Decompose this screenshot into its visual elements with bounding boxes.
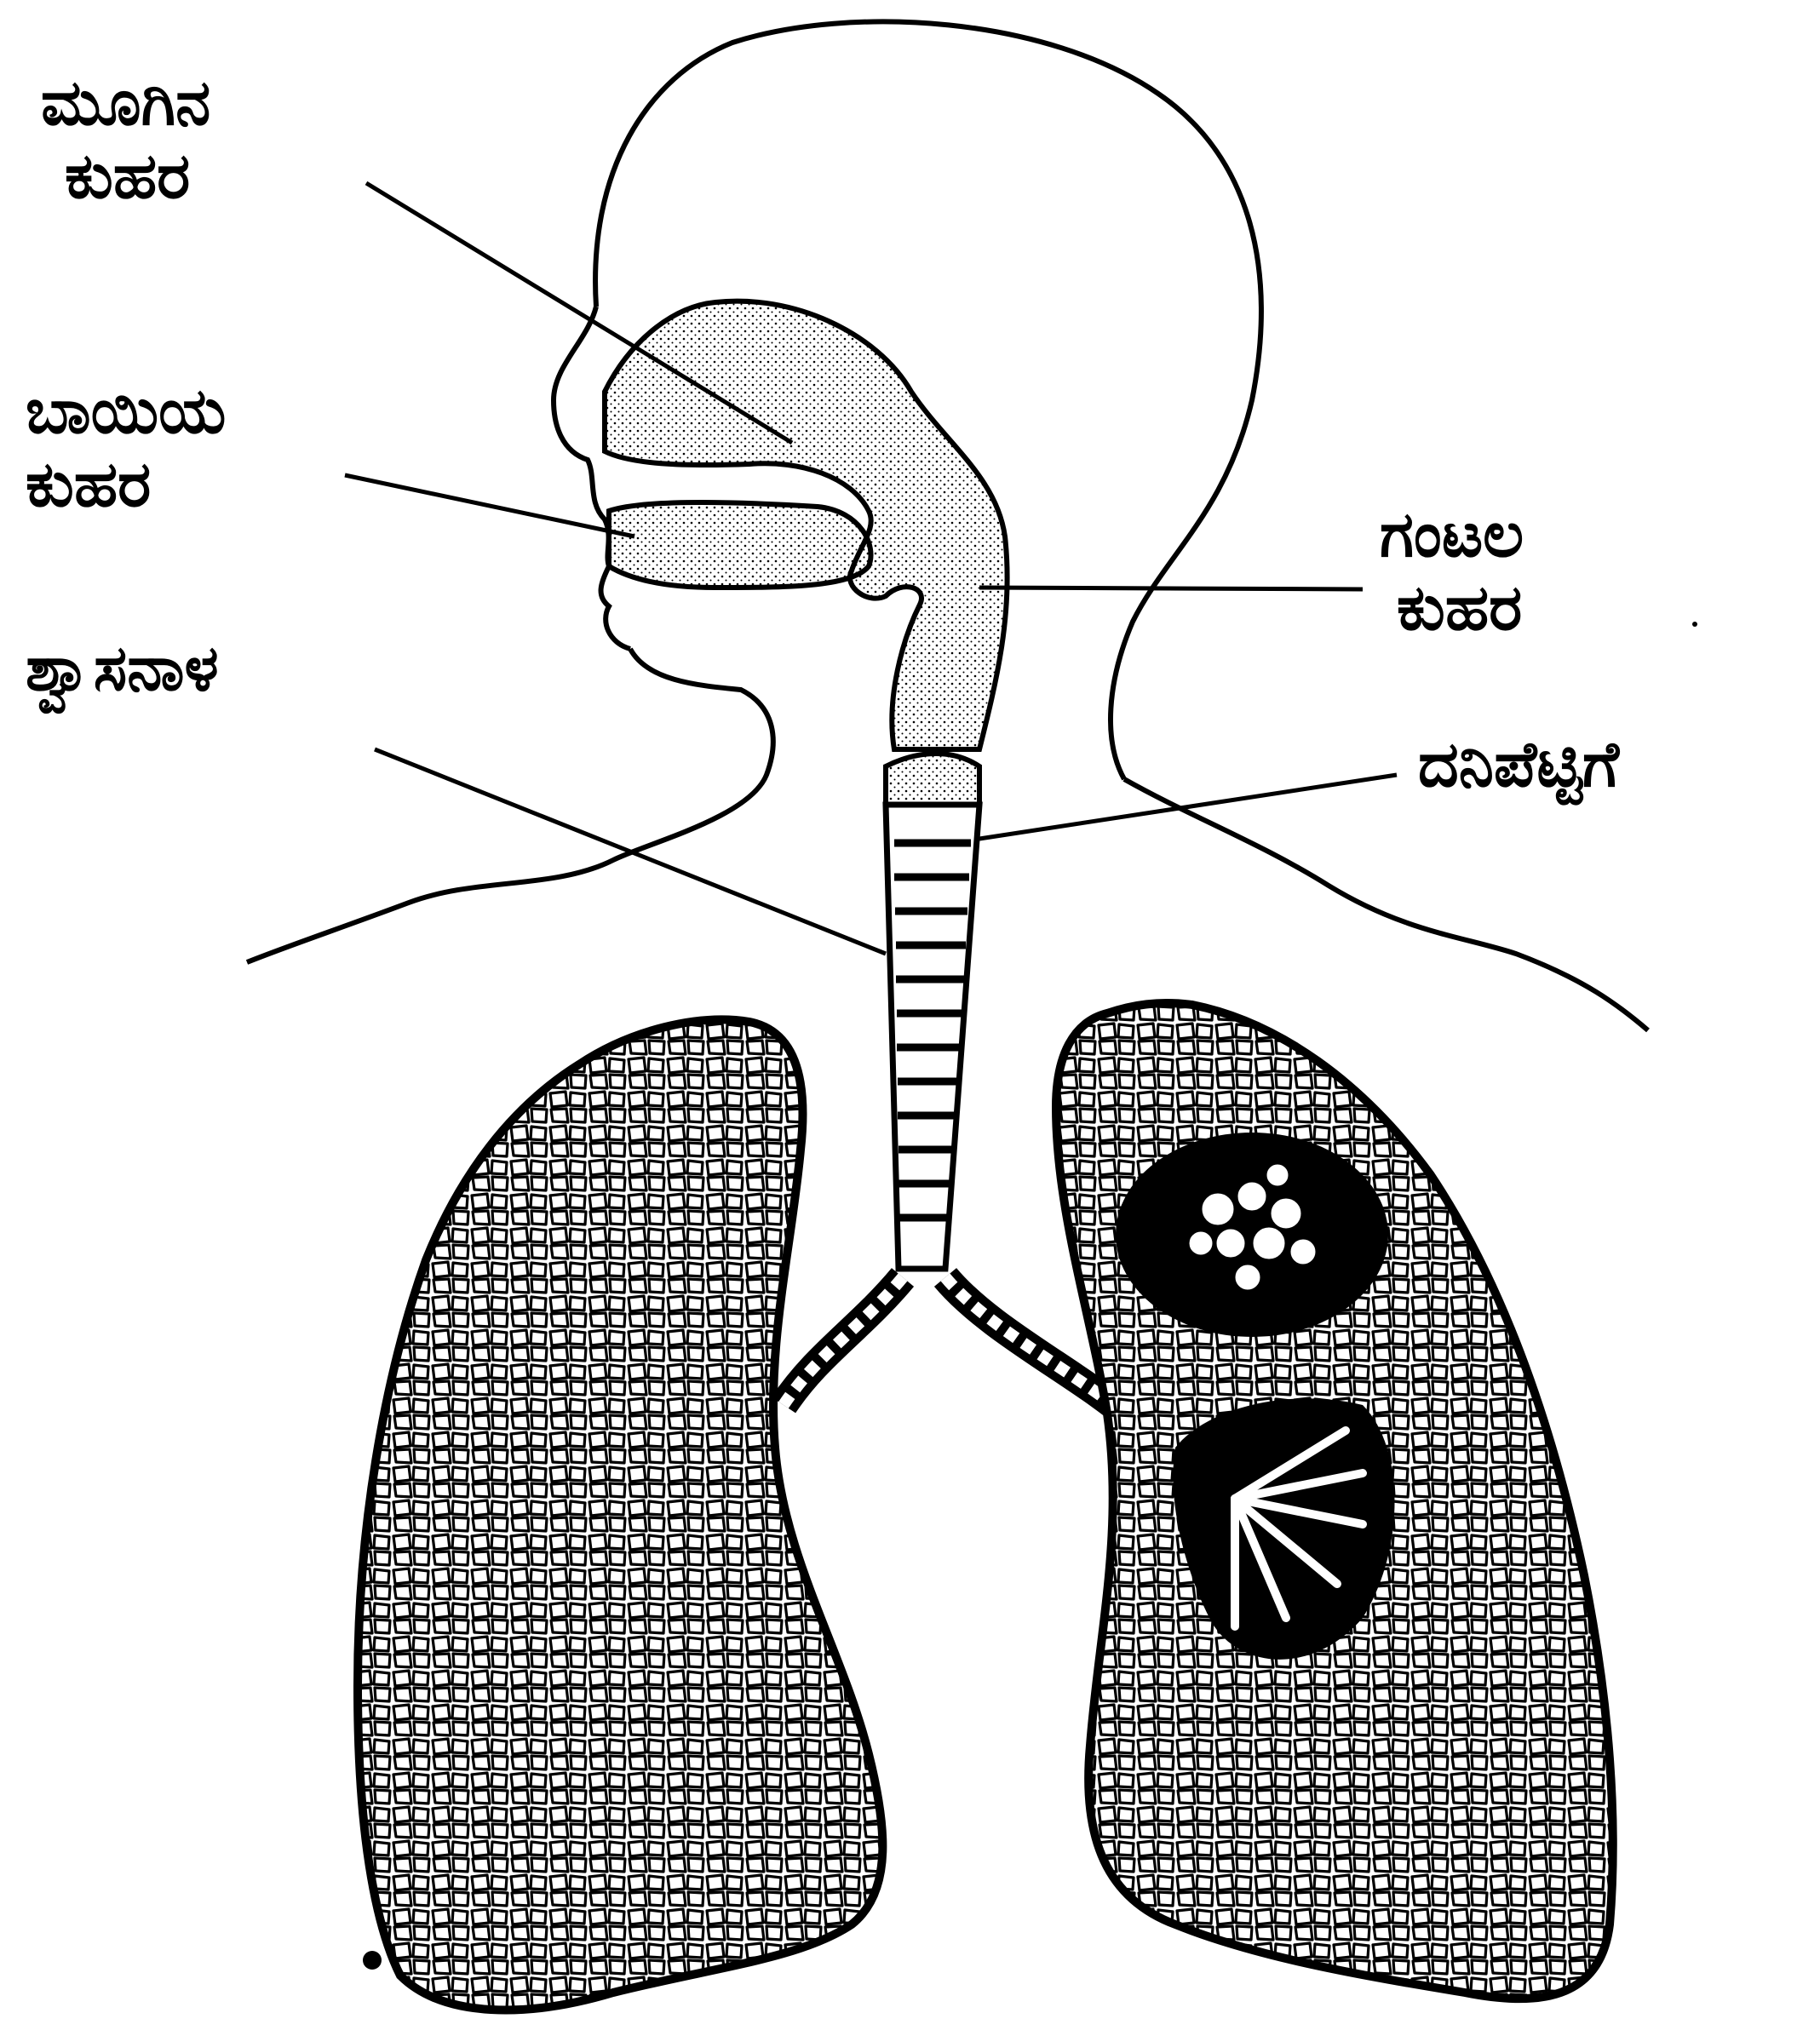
neck-back-shoulder xyxy=(1124,779,1648,1030)
left-lung xyxy=(358,1019,882,2010)
label-nasal-cavity: ಮೂಗಿನ ಕುಹರ xyxy=(41,66,210,213)
label-pharynx-line1: ಗಂಟಲ xyxy=(1380,498,1524,571)
label-larynx-line1: ದನಿಪೆಟ್ಟಿಗೆ xyxy=(1418,728,1619,801)
label-oral-cavity-line2: ಕುಹರ xyxy=(26,448,226,521)
label-pharynx-line2: ಕುಹರ xyxy=(1380,571,1524,645)
face-profile xyxy=(554,307,630,649)
label-trachea-line1: ಶ್ವಾಸನಾಳ xyxy=(26,632,219,705)
label-oral-cavity-line1: ಬಾಯಿಯ xyxy=(26,375,226,448)
oral-cavity-shape xyxy=(609,502,871,588)
label-larynx: ದನಿಪೆಟ್ಟಿಗೆ xyxy=(1418,728,1619,801)
label-trachea: ಶ್ವಾಸನಾಳ xyxy=(26,632,219,705)
label-oral-cavity: ಬಾಯಿಯ ಕುಹರ xyxy=(26,375,226,521)
label-nasal-cavity-line2: ಕುಹರ xyxy=(41,140,210,213)
alveoli-cluster xyxy=(1116,1133,1388,1337)
label-nasal-cavity-line1: ಮೂಗಿನ xyxy=(41,66,210,140)
label-pharynx: ಗಂಟಲ ಕುಹರ xyxy=(1380,498,1524,645)
leader-pharynx xyxy=(979,588,1363,589)
leader-trachea xyxy=(375,749,886,954)
leader-larynx xyxy=(979,775,1397,839)
